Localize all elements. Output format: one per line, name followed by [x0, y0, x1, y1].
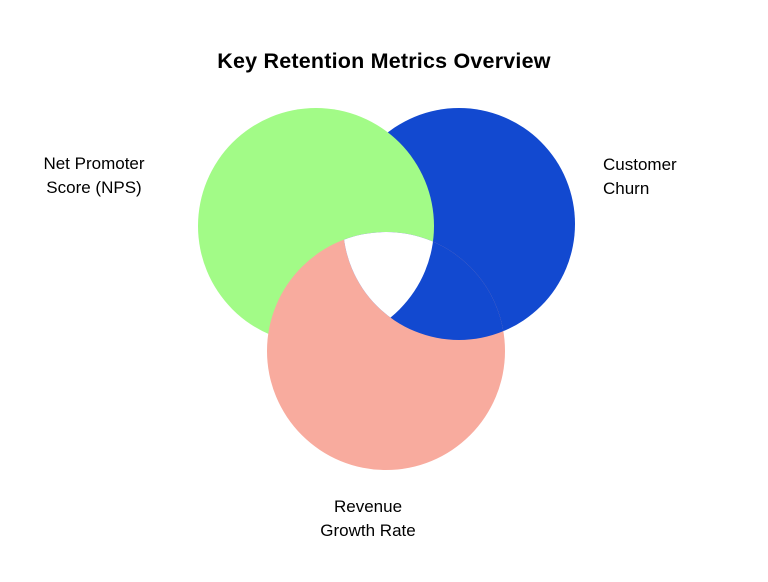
label-revenue-growth-rate: Revenue Growth Rate — [268, 495, 468, 543]
label-customer-churn-line1: Customer — [603, 155, 677, 174]
label-net-promoter-score-line2: Score (NPS) — [46, 178, 142, 197]
label-revenue-growth-rate-line2: Growth Rate — [320, 521, 416, 540]
label-net-promoter-score: Net Promoter Score (NPS) — [12, 152, 176, 200]
label-net-promoter-score-line1: Net Promoter — [43, 154, 145, 173]
label-customer-churn-line2: Churn — [603, 179, 650, 198]
page-title: Key Retention Metrics Overview — [217, 49, 551, 73]
label-revenue-growth-rate-line1: Revenue — [333, 497, 403, 516]
label-customer-churn: Customer Churn — [603, 153, 763, 201]
